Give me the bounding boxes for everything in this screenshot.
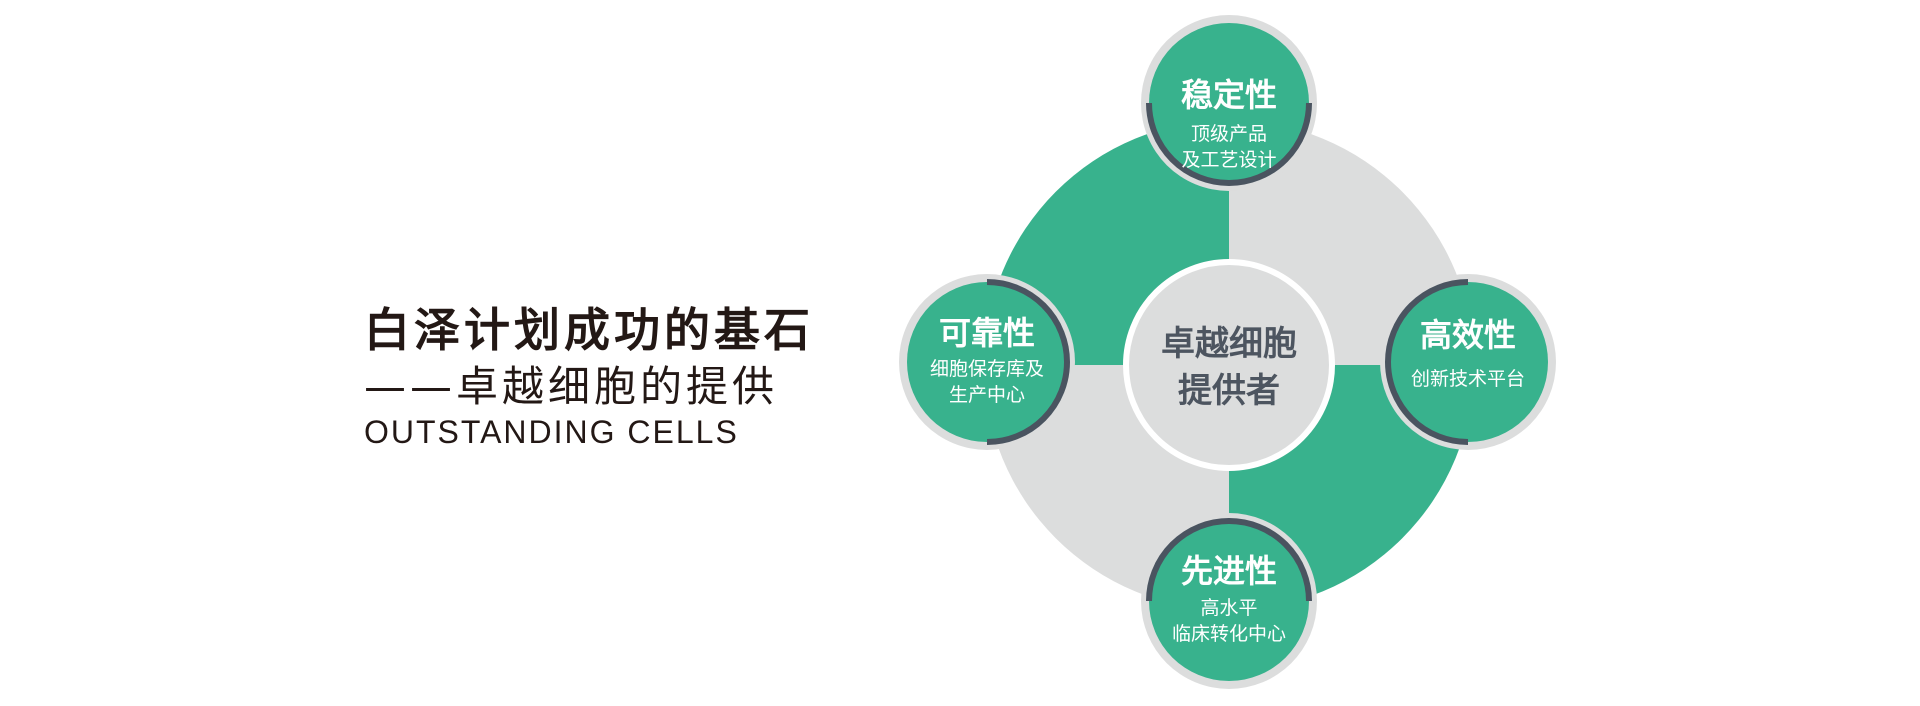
node-top-circle (1149, 23, 1309, 183)
node-left-line1: 细胞保存库及 (930, 358, 1044, 380)
node-left: 可靠性 细胞保存库及 生产中心 (899, 274, 1075, 450)
node-left-title: 可靠性 (939, 314, 1035, 352)
node-top-line2: 及工艺设计 (1181, 149, 1276, 171)
node-left-ring (986, 279, 1070, 445)
node-bottom-line1: 高水平 (1200, 597, 1257, 619)
center-label-line1: 卓越细胞 (1161, 324, 1297, 364)
node-left-circle (907, 282, 1067, 442)
node-right-line1: 创新技术平台 (1411, 368, 1525, 390)
page-subtitle: ——卓越细胞的提供 (364, 362, 779, 411)
node-top-title: 稳定性 (1181, 76, 1277, 114)
page-title: 白泽计划成功的基石 (364, 303, 814, 357)
center-circle (1123, 259, 1335, 471)
node-bottom: 先进性 高水平 临床转化中心 (1141, 513, 1317, 689)
node-right-circle (1388, 282, 1548, 442)
heading-block: 白泽计划成功的基石 ——卓越细胞的提供 OUTSTANDING CELLS (364, 300, 824, 452)
node-bottom-circle (1149, 521, 1309, 681)
node-top-ring (1146, 102, 1312, 186)
node-top: 稳定性 顶级产品 及工艺设计 (1141, 15, 1317, 191)
center-node: 卓越细胞 提供者 (1123, 259, 1335, 471)
node-top-line1: 顶级产品 (1191, 123, 1267, 145)
node-bottom-ring (1146, 518, 1312, 602)
node-left-line2: 生产中心 (949, 384, 1025, 406)
node-right-ring (1385, 279, 1469, 445)
node-right-title: 高效性 (1420, 316, 1516, 354)
center-label-line2: 提供者 (1178, 371, 1280, 411)
node-right: 高效性 创新技术平台 (1380, 274, 1556, 450)
node-bottom-line2: 临床转化中心 (1172, 623, 1286, 645)
english-subtitle: OUTSTANDING CELLS (364, 414, 739, 450)
node-bottom-title: 先进性 (1181, 552, 1277, 590)
